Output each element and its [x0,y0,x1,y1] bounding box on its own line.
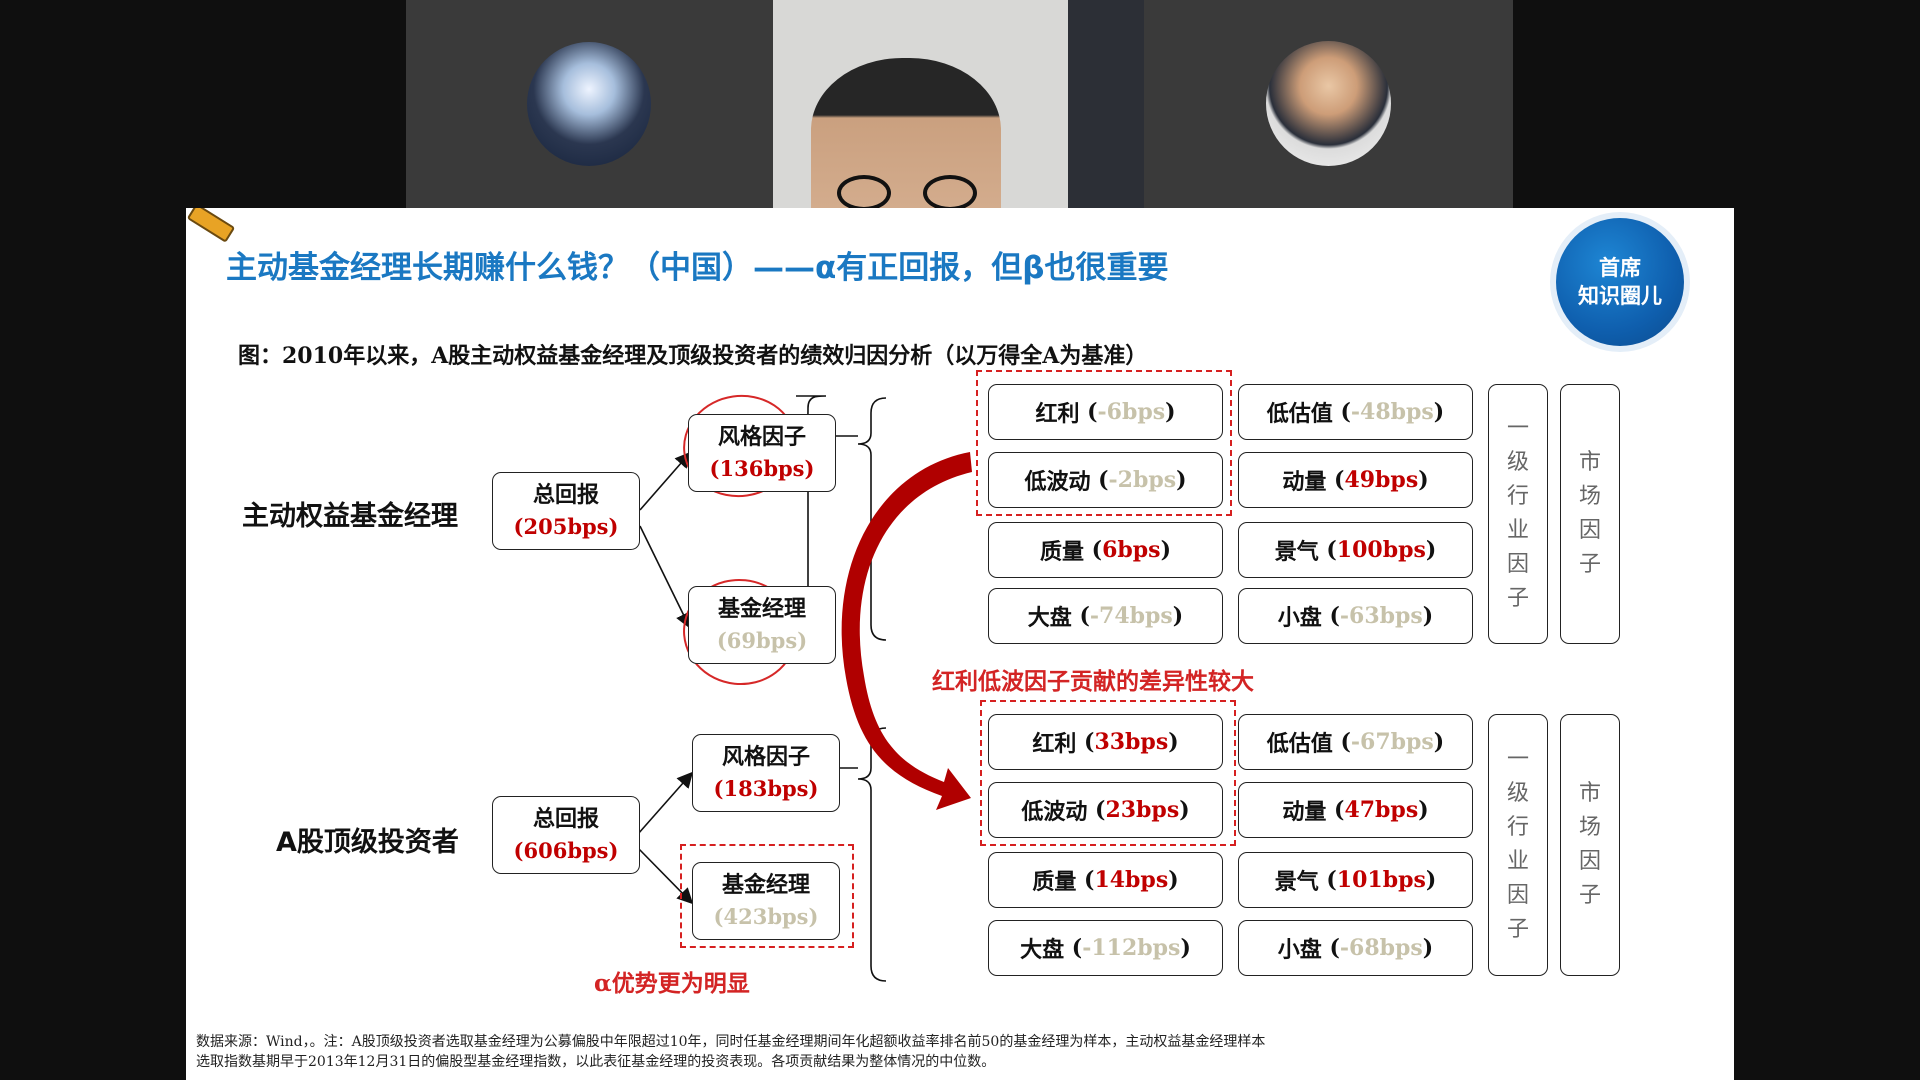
factor-cell: 景气 (100bps) [1238,522,1473,578]
node-value: (136bps) [709,456,815,481]
factor-cell: 小盘 (-63bps) [1238,588,1473,644]
node-name: 基金经理 [717,596,806,622]
node-total-return: 总回报 (205bps) [492,472,640,550]
market-factor-box: 市场因子 [1560,714,1620,976]
logo-line-2: 知识圈儿 [1578,284,1662,308]
diagram-lines [637,394,972,982]
factor-cell: 低估值 (-48bps) [1238,384,1473,440]
factor-cell: 低波动 (-2bps) [988,452,1223,508]
factor-cell: 动量 (49bps) [1238,452,1473,508]
highlight-dividend-lowvol-top [976,370,1232,516]
figure-caption: 图：2010年以来，A股主动权益基金经理及顶级投资者的绩效归因分析（以万得全A为… [238,343,1148,369]
footnote-line-2: 选取指数基期早于2013年12月31日的偏股型基金经理指数，以此表征基金经理的投… [196,1054,996,1070]
logo-line-1: 首席 [1599,256,1641,280]
node-name: 总回报 [532,482,599,508]
shared-slide: 主动基金经理长期赚什么钱？（中国）——α有正回报，但β也很重要 首席 知识圈儿 … [186,208,1734,1080]
factor-cell: 动量 (47bps) [1238,782,1473,838]
node-value: (183bps) [713,776,819,801]
node-value: (69bps) [716,628,808,653]
glasses-shape [831,175,981,211]
node-fund-manager: 基金经理 (423bps) [692,862,840,940]
market-factor-box: 市场因子 [1560,384,1620,644]
factor-cell: 景气 (101bps) [1238,852,1473,908]
factor-cell: 质量 (6bps) [988,522,1223,578]
node-style-factor: 风格因子 (136bps) [688,414,836,492]
participant-tile-1[interactable] [406,0,773,208]
factor-cell: 红利 (-6bps) [988,384,1223,440]
factor-cell: 质量 (14bps) [988,852,1223,908]
node-value: (606bps) [513,838,619,863]
highlight-dividend-lowvol-bottom [980,700,1236,846]
factor-cell: 大盘 (-74bps) [988,588,1223,644]
footnote: 数据来源：Wind，。注：A股顶级投资者选取基金经理为公募偏股中年限超过10年，… [196,1032,1716,1072]
node-name: 风格因子 [721,744,810,770]
node-value: (423bps) [713,904,819,929]
factor-cell: 低波动 (23bps) [988,782,1223,838]
factor-cell: 小盘 (-68bps) [1238,920,1473,976]
annotation-alpha-advantage: α优势更为明显 [594,970,750,997]
factor-cell: 低估值 (-67bps) [1238,714,1473,770]
node-name: 基金经理 [721,872,810,898]
row-label-active-managers: 主动权益基金经理 [242,501,458,532]
node-fund-manager: 基金经理 (69bps) [688,586,836,664]
slide-title: 主动基金经理长期赚什么钱？（中国）——α有正回报，但β也很重要 [226,250,1169,286]
footnote-line-1: 数据来源：Wind，。注：A股顶级投资者选取基金经理为公募偏股中年限超过10年，… [196,1034,1266,1050]
node-style-factor: 风格因子 (183bps) [692,734,840,812]
brand-logo: 首席 知识圈儿 [1556,218,1684,346]
node-total-return: 总回报 (606bps) [492,796,640,874]
industry-factor-box: 一级行业因子 [1488,384,1548,644]
participant-avatar [527,42,651,166]
participant-avatar [1266,41,1391,166]
node-name: 风格因子 [717,424,806,450]
node-name: 总回报 [532,806,599,832]
node-value: (205bps) [513,514,619,539]
industry-factor-box: 一级行业因子 [1488,714,1548,976]
participant-tile-3[interactable] [1144,0,1513,208]
annotation-factor-difference: 红利低波因子贡献的差异性较大 [932,668,1254,695]
highlight-alpha [680,844,854,948]
background-door [1068,0,1144,208]
factor-cell: 大盘 (-112bps) [988,920,1223,976]
row-label-top-investors: A股顶级投资者 [276,827,459,858]
factor-cell: 红利 (33bps) [988,714,1223,770]
participant-tile-2[interactable] [773,0,1144,211]
